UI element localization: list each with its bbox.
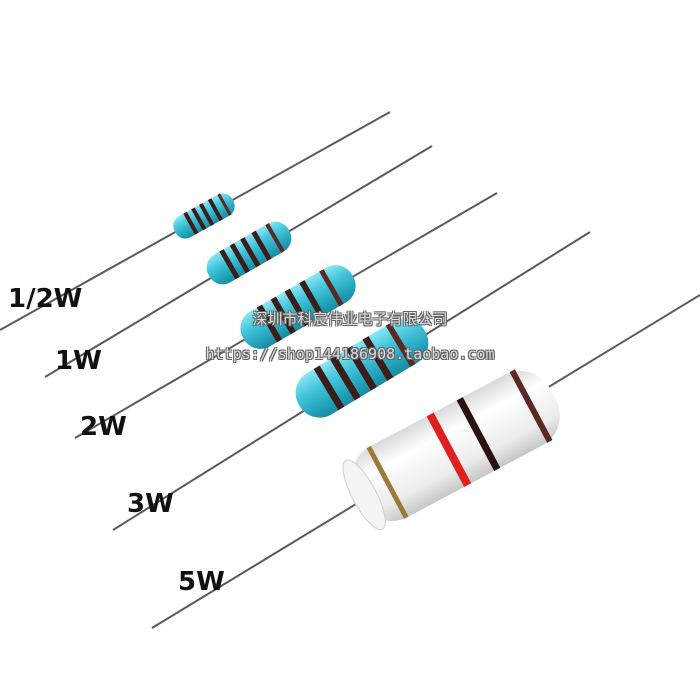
resistor-two-watt bbox=[74, 192, 498, 439]
resistor-half-watt bbox=[0, 111, 391, 331]
watermark-shop-name: 深圳市科宸伟业电子有限公司 bbox=[252, 310, 448, 328]
resistor-five-watt bbox=[151, 294, 700, 629]
label-three-watt: 3W bbox=[127, 489, 174, 519]
label-one-watt: 1W bbox=[55, 346, 102, 376]
resistor-one-watt bbox=[44, 145, 433, 378]
label-five-watt: 5W bbox=[178, 567, 225, 597]
label-two-watt: 2W bbox=[80, 412, 127, 442]
watermark-shop-url: https://shop144186908.taobao.com bbox=[205, 345, 495, 363]
label-half-watt: 1/2W bbox=[8, 284, 83, 314]
resistor-three-watt bbox=[112, 231, 591, 531]
